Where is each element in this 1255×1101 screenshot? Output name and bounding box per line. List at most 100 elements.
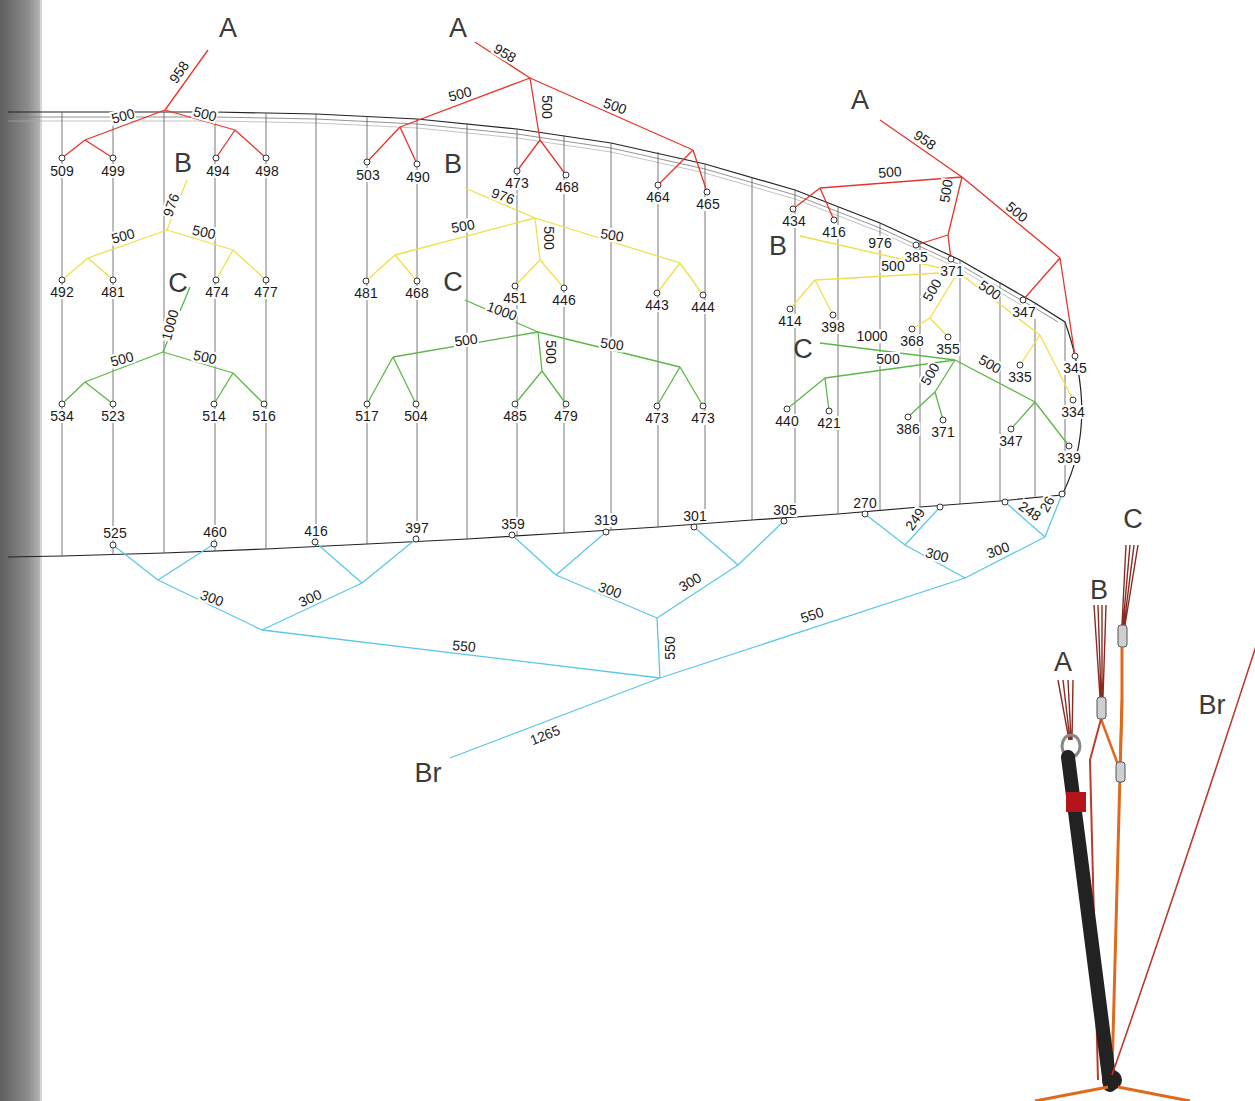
line-length: 494 [205, 164, 230, 178]
line-length: 504 [403, 409, 428, 423]
line-length: 334 [1060, 405, 1085, 419]
line-group-name: B [173, 150, 193, 177]
line-length: 500 [877, 164, 903, 180]
brake-lines [113, 494, 1062, 758]
riser-illustration [1035, 545, 1255, 1101]
line-length: 398 [820, 320, 845, 334]
line-length: 500 [452, 331, 479, 348]
line-group-name: Br [414, 760, 443, 787]
line-group-name: A [448, 15, 468, 42]
line-length: 550 [663, 635, 677, 660]
line-length: 335 [1007, 370, 1032, 384]
line-length: 500 [598, 335, 625, 352]
line-length: 958 [911, 127, 940, 153]
line-length: 976 [867, 236, 892, 250]
line-length: 500 [540, 94, 554, 119]
line-length: 481 [353, 286, 378, 300]
line-length: 300 [676, 570, 705, 595]
line-length: 500 [542, 225, 556, 250]
line-length: 498 [254, 164, 279, 178]
line-length: 500 [598, 226, 625, 244]
line-group-name: C [167, 270, 189, 297]
line-length: 347 [1011, 305, 1036, 319]
line-length: 500 [976, 352, 1005, 377]
line-length: 345 [1062, 361, 1087, 375]
line-length: 477 [253, 285, 278, 299]
line-length: 464 [645, 190, 670, 204]
line-length: 500 [190, 223, 218, 242]
line-group-name: B [443, 151, 463, 178]
line-length: 319 [593, 513, 618, 527]
line-length: 490 [405, 170, 430, 184]
line-group-name: Br [1198, 692, 1227, 719]
line-length: 468 [404, 286, 429, 300]
line-length: 355 [935, 342, 960, 356]
a-lines [62, 42, 1075, 356]
line-length: 421 [816, 416, 841, 430]
line-length: 500 [108, 349, 136, 369]
line-group-name: C [792, 336, 814, 363]
line-length: 500 [920, 276, 945, 305]
line-length: 473 [504, 176, 529, 190]
line-length: 446 [551, 293, 576, 307]
line-length: 385 [903, 250, 928, 264]
line-length: 359 [500, 517, 525, 531]
line-group-name: C [442, 269, 464, 296]
line-length: 451 [502, 291, 527, 305]
line-length: 434 [781, 214, 806, 228]
line-length: 474 [204, 285, 229, 299]
line-length: 443 [644, 298, 669, 312]
line-length: 500 [1003, 198, 1031, 225]
line-length: 414 [777, 314, 802, 328]
line-length: 485 [502, 409, 527, 423]
line-length: 500 [449, 217, 476, 235]
line-length: 500 [601, 95, 630, 117]
line-length: 550 [451, 638, 477, 654]
line-length: 958 [491, 41, 520, 66]
line-length: 371 [930, 425, 955, 439]
line-length: 300 [984, 539, 1013, 561]
line-length: 440 [774, 414, 799, 428]
line-length: 479 [553, 409, 578, 423]
line-length: 301 [682, 509, 707, 523]
line-length: 500 [446, 84, 474, 104]
line-length: 460 [202, 525, 227, 539]
line-length: 468 [554, 180, 579, 194]
line-length: 499 [100, 164, 125, 178]
line-length: 473 [690, 411, 715, 425]
line-length: 347 [998, 434, 1023, 448]
line-length: 514 [201, 409, 226, 423]
line-group-name: B [1089, 577, 1109, 604]
line-length: 416 [303, 524, 328, 538]
line-length: 416 [821, 225, 846, 239]
line-length: 492 [49, 285, 74, 299]
frame-edge [40, 0, 42, 1101]
line-length: 500 [918, 360, 943, 389]
line-length: 300 [923, 545, 951, 565]
line-length: 270 [852, 496, 877, 510]
line-length: 1265 [527, 722, 563, 747]
line-length: 371 [939, 264, 964, 278]
line-length: 339 [1056, 451, 1081, 465]
line-length: 976 [160, 191, 182, 220]
line-length: 500 [937, 177, 955, 204]
line-length: 525 [102, 526, 127, 540]
frame-strip [0, 0, 40, 1101]
wing-outline [8, 112, 1082, 557]
line-length: 481 [100, 285, 125, 299]
line-length: 300 [596, 579, 625, 601]
line-group-name: C [1122, 506, 1144, 533]
line-group-name: A [850, 87, 870, 114]
c-lines [62, 287, 1069, 446]
line-length: 500 [875, 352, 900, 366]
line-length: 523 [100, 409, 125, 423]
line-length: 473 [644, 411, 669, 425]
line-length: 517 [354, 409, 379, 423]
line-length: 500 [544, 339, 558, 364]
line-length: 397 [404, 521, 429, 535]
line-length: 444 [690, 300, 715, 314]
line-length: 300 [198, 587, 227, 609]
line-length: 368 [899, 334, 924, 348]
line-length: 1000 [159, 307, 181, 343]
